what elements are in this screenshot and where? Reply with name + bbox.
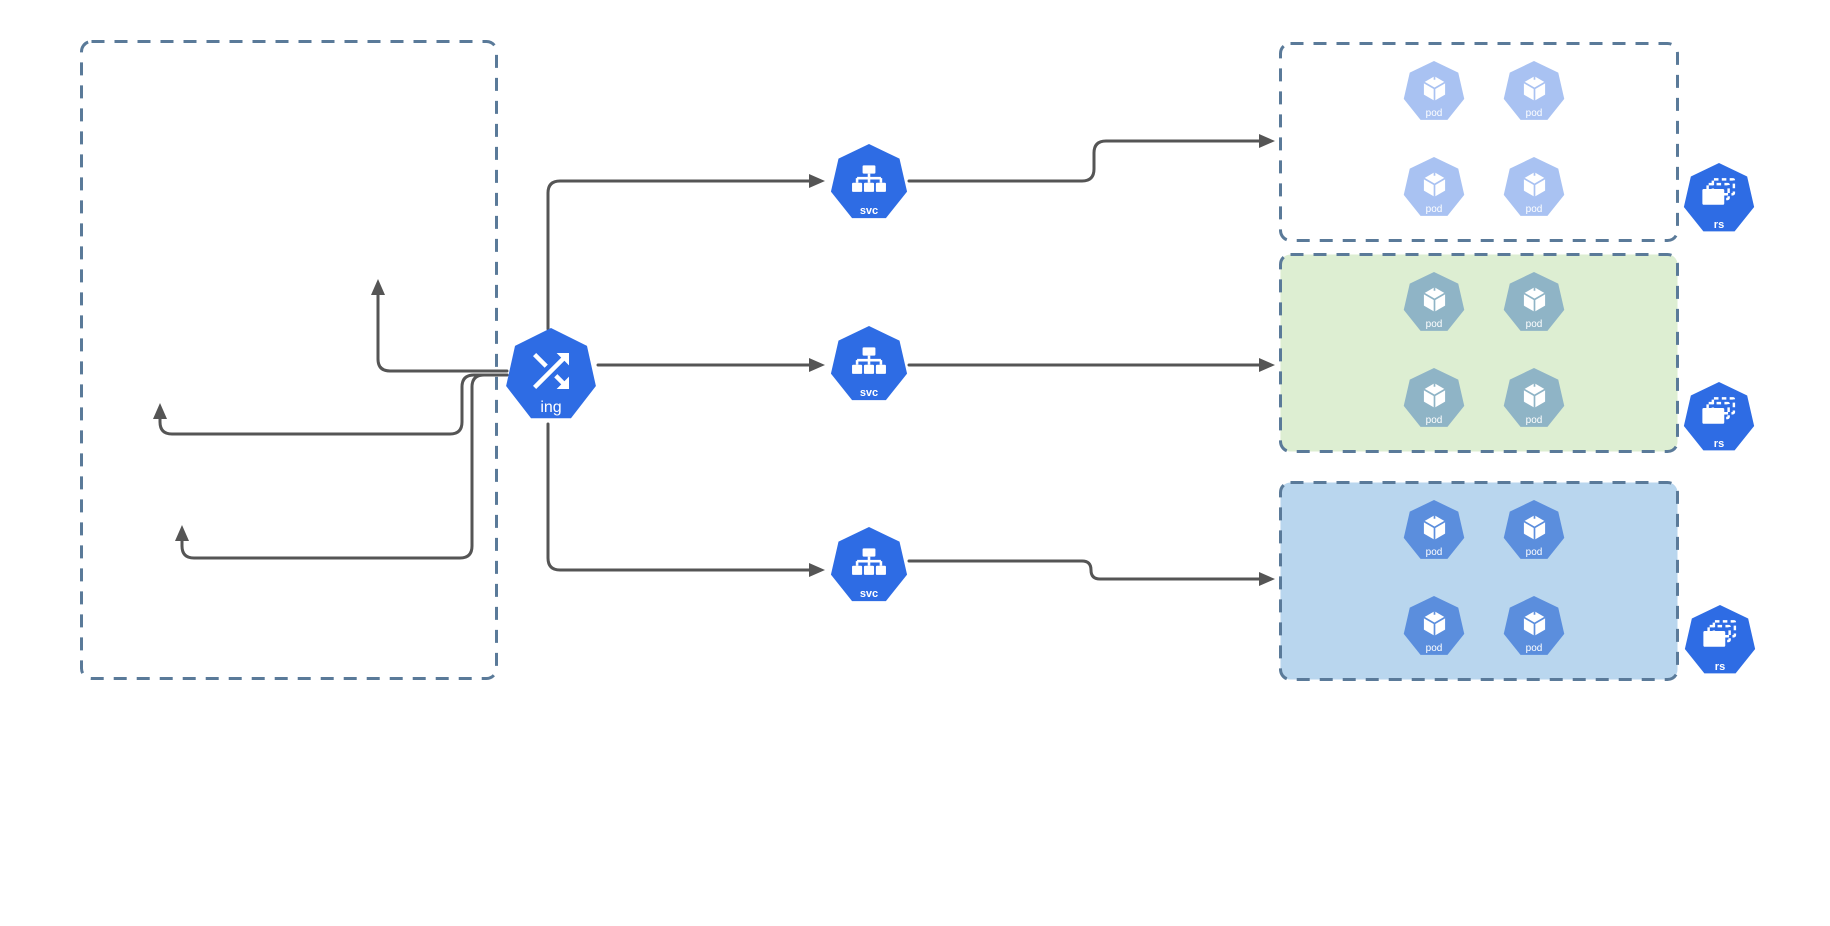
pod-label: pod [1525, 203, 1543, 215]
cube-icon [1422, 172, 1446, 197]
replicaset-stack-icon [1702, 177, 1736, 205]
service-heptagon: svc [830, 144, 908, 219]
pod-heptagon: pod [1503, 500, 1565, 559]
service-node-1: svc [830, 144, 908, 222]
ingress-node: ing [505, 328, 597, 423]
sitemap-icon [852, 164, 886, 192]
service-node-3: svc [830, 527, 908, 605]
service-label: svc [859, 588, 879, 601]
replicaset-label: rs [1713, 437, 1725, 450]
cube-icon [1422, 515, 1446, 540]
replicaset-stack-icon [1702, 396, 1736, 424]
cube-icon [1422, 76, 1446, 101]
ingress-to-service-1-connector [546, 174, 825, 331]
cube-icon [1422, 383, 1446, 408]
replicaset-label: rs [1713, 218, 1725, 231]
pod-group-2-border [1279, 253, 1679, 453]
pod-heptagon: pod [1403, 272, 1465, 331]
pod-heptagon: pod [1503, 368, 1565, 427]
service-label: svc [859, 205, 879, 218]
pod-node: pod [1403, 596, 1465, 658]
pod-group-3-box: pod pod pod [1279, 481, 1679, 681]
pod-heptagon: pod [1503, 61, 1565, 120]
pod-node: pod [1503, 368, 1565, 430]
pod-label: pod [1425, 107, 1443, 119]
replicaset-heptagon: rs [1683, 163, 1755, 232]
service-node-2: svc [830, 326, 908, 404]
ingress-heptagon: ing [506, 328, 596, 419]
pod-group-3-border [1279, 481, 1679, 681]
pod-node: pod [1503, 596, 1565, 658]
service-1-to-group-1-connector [907, 134, 1275, 183]
sitemap-icon [852, 346, 886, 374]
replicaset-heptagon: rs [1683, 382, 1755, 451]
pod-heptagon: pod [1403, 368, 1465, 427]
ingress-return-arrow-3 [175, 373, 509, 560]
replicaset-heptagon: rs [1684, 605, 1756, 674]
pod-label: pod [1525, 318, 1543, 330]
cube-icon [1522, 172, 1546, 197]
pod-node: pod [1403, 61, 1465, 123]
ingress-to-service-3-connector [546, 422, 825, 577]
left-boundary-box [80, 40, 498, 680]
pod-heptagon: pod [1503, 596, 1565, 655]
ingress-label: ing [540, 399, 562, 417]
pod-heptagon: pod [1403, 61, 1465, 120]
pod-heptagon: pod [1503, 157, 1565, 216]
replicaset-node-1: rs [1683, 163, 1755, 235]
pod-label: pod [1525, 546, 1543, 558]
pod-node: pod [1403, 368, 1465, 430]
replicaset-stack-icon [1703, 619, 1737, 647]
pod-node: pod [1503, 61, 1565, 123]
service-label: svc [859, 387, 879, 400]
cube-icon [1422, 611, 1446, 636]
cube-icon [1522, 76, 1546, 101]
sitemap-icon [852, 547, 886, 575]
cube-icon [1522, 515, 1546, 540]
pod-heptagon: pod [1403, 157, 1465, 216]
replicaset-node-2: rs [1683, 382, 1755, 454]
ingress-return-arrow-1 [371, 279, 509, 373]
pod-label: pod [1525, 642, 1543, 654]
replicaset-node-3: rs [1684, 605, 1756, 677]
pod-heptagon: pod [1503, 272, 1565, 331]
pod-group-2-box: pod pod pod [1279, 253, 1679, 453]
pod-label: pod [1525, 414, 1543, 426]
pod-group-1-border [1279, 42, 1679, 242]
shuffle-icon [533, 352, 569, 389]
service-3-to-group-3-connector [907, 559, 1275, 586]
cube-icon [1522, 287, 1546, 312]
pod-node: pod [1503, 272, 1565, 334]
pod-node: pod [1403, 272, 1465, 334]
pod-heptagon: pod [1403, 596, 1465, 655]
pod-label: pod [1425, 642, 1443, 654]
pod-heptagon: pod [1403, 500, 1465, 559]
pod-node: pod [1403, 500, 1465, 562]
pod-group-1-box: pod pod pod [1279, 42, 1679, 242]
pod-node: pod [1403, 157, 1465, 219]
cube-icon [1522, 383, 1546, 408]
service-heptagon: svc [830, 527, 908, 602]
pod-label: pod [1525, 107, 1543, 119]
pod-label: pod [1425, 414, 1443, 426]
pod-label: pod [1425, 203, 1443, 215]
ingress-return-arrow-2 [153, 373, 509, 436]
pod-node: pod [1503, 500, 1565, 562]
pod-node: pod [1503, 157, 1565, 219]
service-heptagon: svc [830, 326, 908, 401]
cube-icon [1522, 611, 1546, 636]
left-boundary-border [80, 40, 498, 680]
pod-label: pod [1425, 318, 1443, 330]
pod-label: pod [1425, 546, 1443, 558]
cube-icon [1422, 287, 1446, 312]
replicaset-label: rs [1714, 660, 1726, 673]
